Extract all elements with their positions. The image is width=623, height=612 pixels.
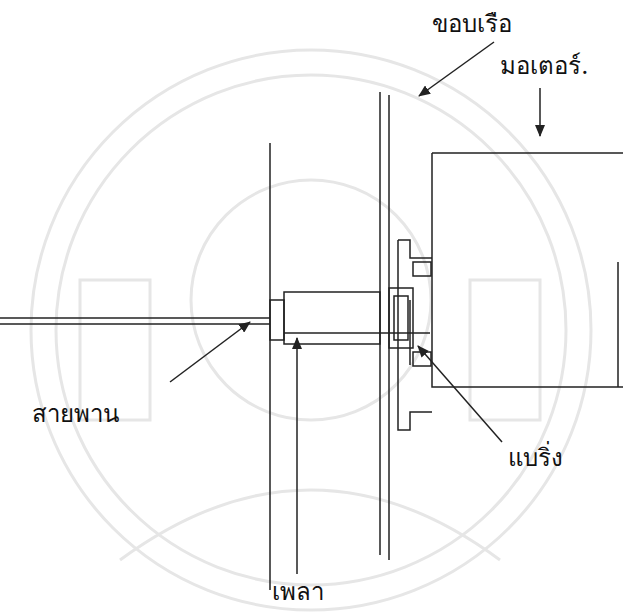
mount-bracket [398, 240, 432, 300]
watermark-emblem [31, 50, 591, 610]
bolt [413, 352, 431, 366]
shaft-label: เพลา [272, 578, 324, 607]
leader-line [419, 42, 494, 96]
pulley [270, 300, 284, 340]
bearing-race [394, 296, 408, 340]
leader-line [418, 346, 502, 442]
leader-line [539, 88, 541, 136]
motor-label: มอเตอร์. [500, 52, 589, 81]
mount-bracket [397, 300, 399, 365]
belt-line [0, 317, 270, 319]
bearing-label: แบริ่ง [508, 444, 563, 473]
plate-line [269, 143, 271, 590]
motor-body [432, 153, 623, 387]
leader-line [170, 322, 250, 382]
belt-label: สายพาน [32, 400, 119, 429]
belt-line [0, 323, 270, 325]
mount-bracket [398, 300, 432, 430]
leader-line [296, 338, 298, 574]
boat-edge-label: ขอบเรือ [432, 10, 512, 39]
bolt [413, 262, 431, 276]
shaft [284, 292, 380, 344]
